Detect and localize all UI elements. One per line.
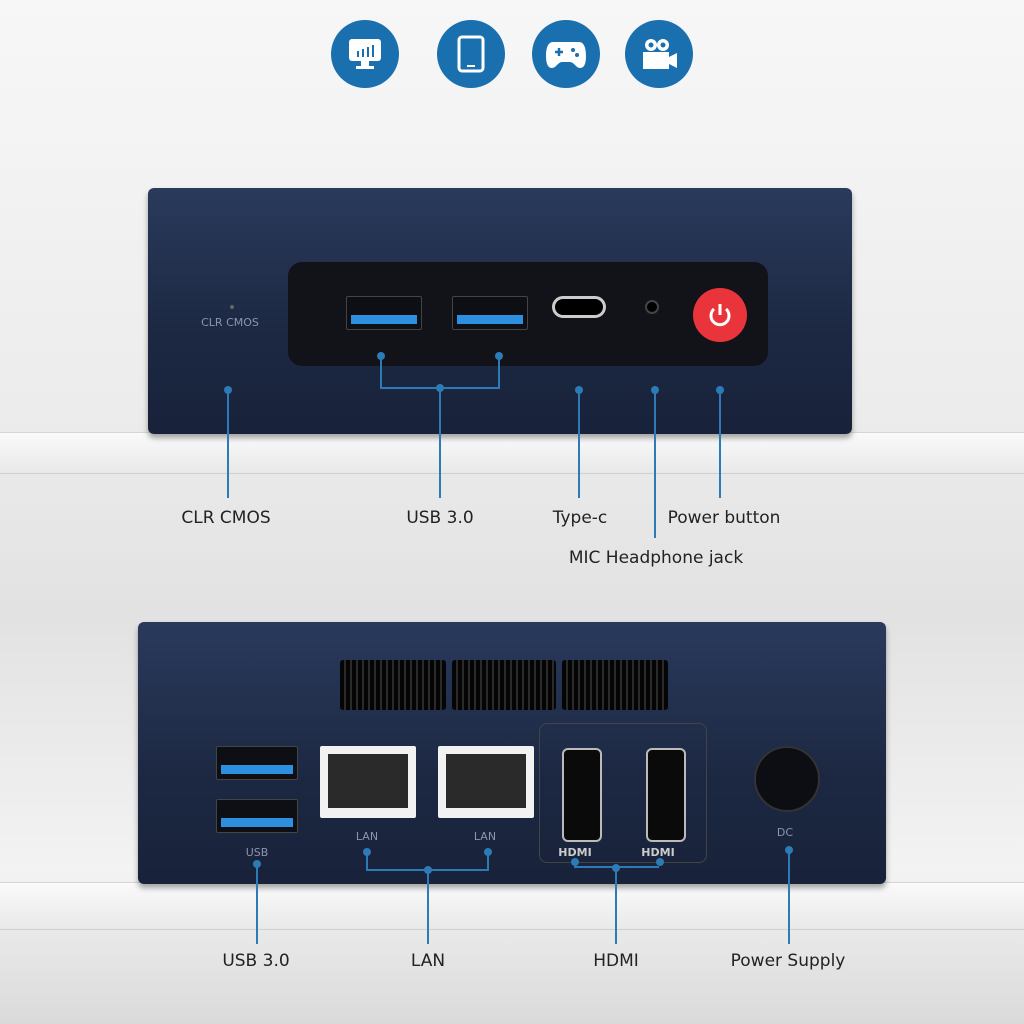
callout-line bbox=[498, 356, 500, 388]
typec-port bbox=[552, 296, 606, 318]
hdmi-port-1 bbox=[562, 748, 602, 842]
clr-cmos-printed: CLR CMOS bbox=[201, 316, 259, 329]
callout-power-button: Power button bbox=[667, 508, 781, 528]
callout-line bbox=[380, 356, 382, 388]
callout-typec: Type-c bbox=[552, 508, 608, 528]
callout-line bbox=[256, 864, 258, 944]
callout-usb-rear: USB 3.0 bbox=[222, 951, 290, 971]
vent bbox=[340, 660, 446, 710]
callout-line bbox=[487, 852, 489, 870]
audio-jack bbox=[645, 300, 659, 314]
front-usb-port-1 bbox=[346, 296, 422, 330]
rear-usb-port-2 bbox=[216, 799, 298, 833]
power-button[interactable] bbox=[693, 288, 747, 342]
front-usb-port-2 bbox=[452, 296, 528, 330]
hdmi-printed: HDMI bbox=[641, 846, 675, 859]
callout-line bbox=[615, 868, 617, 944]
callout-usb: USB 3.0 bbox=[406, 508, 474, 528]
dc-jack bbox=[754, 746, 820, 812]
lan-port-1 bbox=[320, 746, 416, 818]
usb-printed: USB bbox=[245, 846, 269, 859]
callout-line bbox=[654, 390, 656, 538]
hdmi-panel bbox=[539, 723, 707, 863]
hdmi-printed: HDMI bbox=[558, 846, 592, 859]
vent bbox=[562, 660, 668, 710]
vent bbox=[452, 660, 556, 710]
rear-usb-port-1 bbox=[216, 746, 298, 780]
callout-line bbox=[366, 852, 368, 870]
callout-line bbox=[788, 850, 790, 944]
callout-line bbox=[719, 390, 721, 498]
lan-printed: LAN bbox=[355, 830, 379, 843]
callout-dot bbox=[571, 858, 579, 866]
monitor-chart-icon bbox=[331, 20, 399, 88]
gamepad-icon bbox=[532, 20, 600, 88]
shelf-top bbox=[0, 432, 1024, 474]
callout-clr-cmos: CLR CMOS bbox=[181, 508, 271, 528]
callout-power-supply: Power Supply bbox=[730, 951, 846, 971]
callout-mic: MIC Headphone jack bbox=[568, 548, 744, 568]
hdmi-port-2 bbox=[646, 748, 686, 842]
dc-printed: DC bbox=[776, 826, 794, 839]
tablet-icon bbox=[437, 20, 505, 88]
callout-line bbox=[227, 390, 229, 498]
callout-dot bbox=[656, 858, 664, 866]
callout-line bbox=[439, 388, 441, 498]
clr-cmos-hole bbox=[230, 305, 234, 309]
callout-hdmi: HDMI bbox=[593, 951, 639, 971]
callout-line bbox=[578, 390, 580, 498]
lan-printed: LAN bbox=[473, 830, 497, 843]
callout-line bbox=[427, 870, 429, 944]
callout-lan: LAN bbox=[410, 951, 446, 971]
shelf-bottom bbox=[0, 882, 1024, 930]
video-camera-icon bbox=[625, 20, 693, 88]
lan-port-2 bbox=[438, 746, 534, 818]
power-icon bbox=[709, 304, 731, 327]
